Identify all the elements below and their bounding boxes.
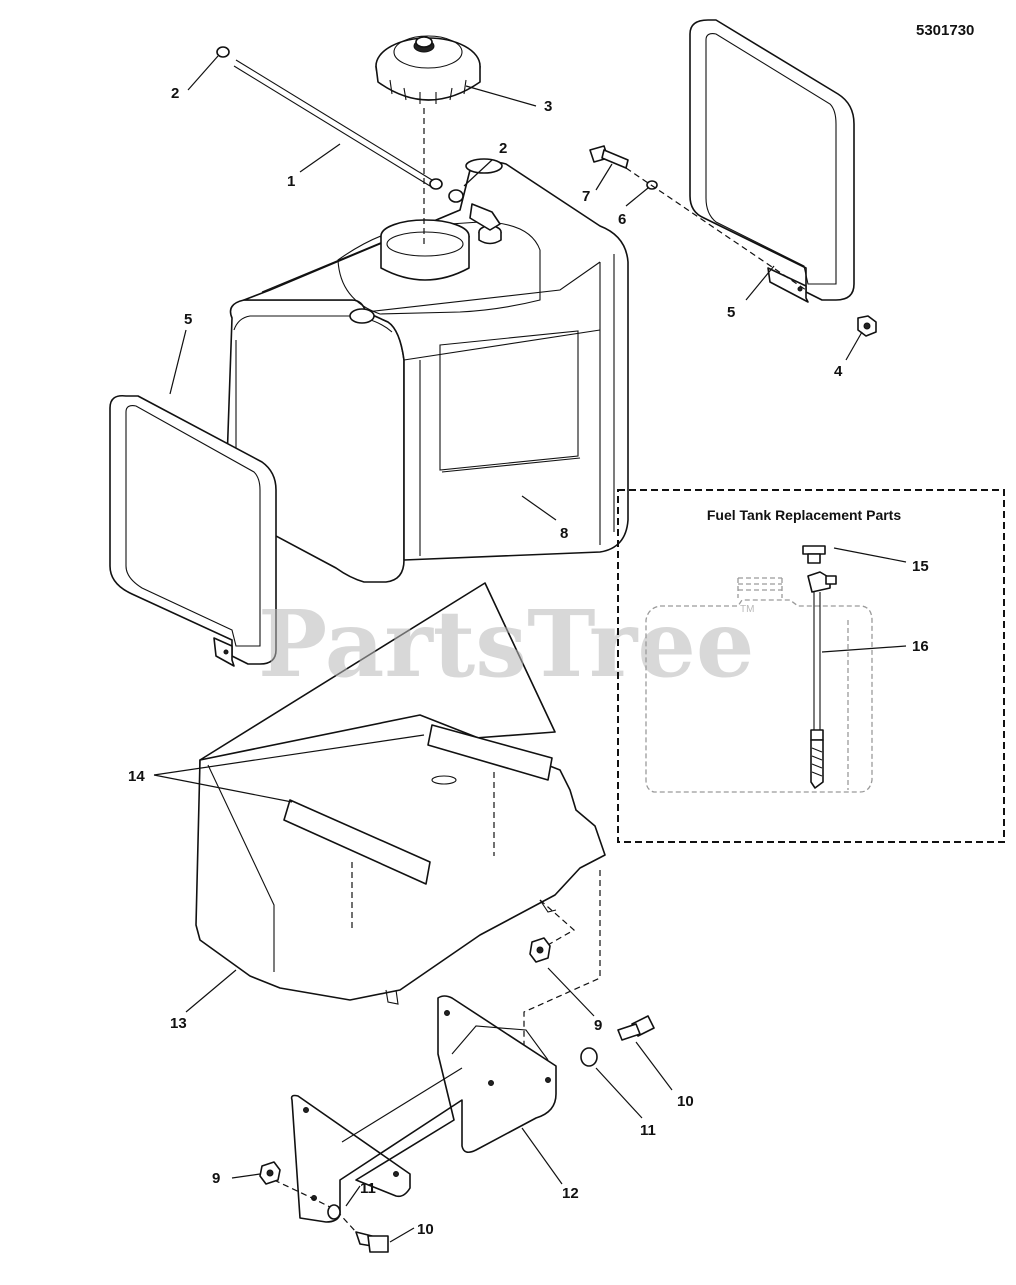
leader-lines — [153, 55, 907, 1243]
callout-10: 10 — [417, 1221, 434, 1238]
fuel-line — [216, 46, 501, 231]
nut-4 — [857, 315, 877, 337]
fuel-cap — [375, 35, 481, 104]
callout-6: 6 — [618, 211, 626, 228]
callout-4: 4 — [834, 363, 843, 380]
watermark-tm: TM — [740, 604, 754, 615]
callout-9: 9 — [212, 1170, 220, 1187]
callout-5: 5 — [184, 311, 192, 328]
drawing-number: 5301730 — [916, 22, 975, 39]
replacement-parts-inset: Fuel Tank Replacement Parts — [617, 489, 1005, 843]
callout-2: 2 — [171, 85, 179, 102]
fuel-filter — [810, 739, 824, 789]
washer-11-upper — [580, 1047, 598, 1067]
callout-11: 11 — [360, 1180, 376, 1197]
callout-13: 13 — [170, 1015, 187, 1032]
callout-12: 12 — [562, 1185, 579, 1202]
bolt-10-upper — [617, 1015, 655, 1041]
callouts: 1 2 2 3 4 5 5 6 7 8 9 9 10 10 11 11 12 1… — [128, 85, 929, 1238]
strap-right — [689, 19, 855, 303]
callout-14: 14 — [128, 768, 145, 785]
bolt-10-lower — [355, 1231, 389, 1253]
callout-11: 11 — [640, 1122, 656, 1139]
callout-1: 1 — [287, 173, 295, 190]
callout-8: 8 — [560, 525, 568, 542]
washer-11-lower — [327, 1204, 341, 1220]
vent-cap-15 — [802, 545, 826, 555]
fuel-tank — [225, 158, 629, 583]
callout-9: 9 — [594, 1017, 602, 1034]
bolt-7 — [589, 145, 629, 169]
nut-9-upper — [529, 937, 551, 963]
bolt-align-line — [625, 167, 807, 291]
callout-7: 7 — [582, 188, 590, 205]
callout-2: 2 — [499, 140, 507, 157]
strap-left — [109, 394, 277, 667]
inset-title: Fuel Tank Replacement Parts — [707, 507, 901, 523]
callout-16: 16 — [912, 638, 929, 655]
callout-15: 15 — [912, 558, 929, 575]
tank-tray — [195, 582, 606, 1095]
nut-9-lower — [259, 1161, 281, 1185]
mounting-bracket — [273, 995, 557, 1233]
callout-5: 5 — [727, 304, 735, 321]
watermark: PartsTree — [258, 590, 754, 698]
callout-3: 3 — [544, 98, 552, 115]
callout-10: 10 — [677, 1093, 694, 1110]
